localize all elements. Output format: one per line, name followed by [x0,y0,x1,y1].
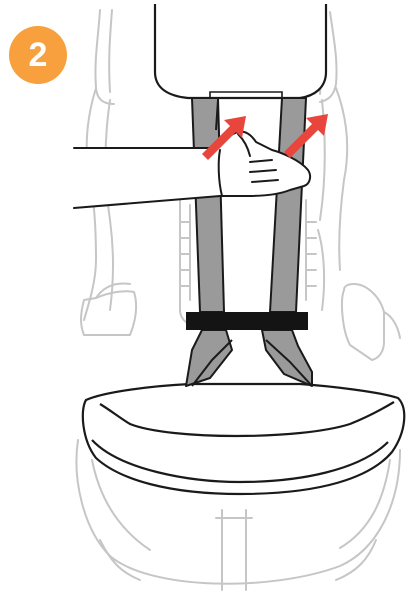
chest-clip [186,312,308,330]
step-badge: 2 [9,26,67,84]
hand [74,132,310,208]
headrest [155,4,326,98]
seat-cushion [83,384,404,494]
step-number: 2 [29,38,48,72]
